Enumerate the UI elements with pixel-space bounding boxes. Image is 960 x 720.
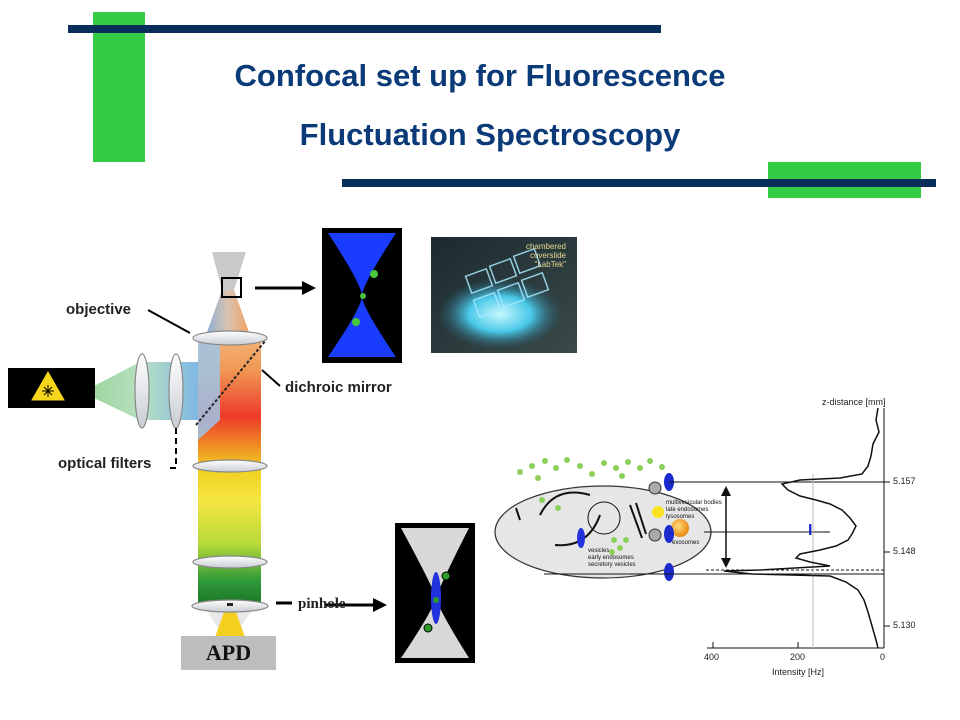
objective-cone-top (212, 252, 246, 290)
profile-ytick-3: 5.130 (893, 620, 916, 630)
photo-caption-line-2: coverslide (529, 251, 566, 260)
cell-label-ves-1: vesicles (588, 548, 610, 554)
excitation-lens-1 (134, 353, 150, 429)
green-accent-bar-left (93, 12, 145, 162)
double-arrow-head-top (721, 486, 731, 496)
optical-filters-label: optical filters (58, 455, 152, 472)
excitation-beam-overlap (198, 337, 220, 440)
filters-leader (168, 428, 177, 469)
cell-label-vesicles: vesicles early endosomes secretory vesic… (588, 548, 636, 569)
vesicle-cloud (517, 457, 665, 555)
focus-ellipsoid-bottom (664, 563, 674, 581)
molecule-dot-3 (352, 318, 360, 326)
molecule-dot-2 (360, 293, 366, 299)
cell-blue-vesicle (577, 528, 585, 548)
mvb-icon-2 (648, 528, 662, 542)
profile-ticks (712, 481, 890, 648)
objective-label: objective (66, 301, 132, 318)
cell-organelles (515, 491, 647, 547)
cell-label-mvb-1: multivesicular bodies (666, 500, 722, 506)
pinhole-cone-lower (214, 612, 246, 640)
pinhole-dot-2 (433, 597, 439, 603)
navy-rule-top (68, 25, 661, 33)
sun-vesicle-icon (652, 506, 664, 518)
filter-lens (192, 459, 268, 473)
cell-label-ves-2: early endosomes (588, 555, 634, 561)
pinhole-dot-3 (423, 623, 433, 633)
profile-ylabel: z-distance [mm] (822, 397, 886, 407)
profile-xtick-3: 0 (880, 652, 886, 662)
slide-title-line-2: Fluctuation Spectroscopy (299, 117, 681, 152)
objective-lens (192, 330, 268, 346)
molecule-dot-1 (370, 270, 378, 278)
mvb-icon (648, 481, 662, 495)
double-arrow-head-bottom (721, 558, 731, 568)
dichroic-mirror (195, 339, 267, 426)
navy-rule-bottom (342, 179, 936, 187)
photo-caption-line-3: "LabTek" (534, 260, 566, 269)
slide-title-line-1: Confocal set up for Fluorescence (234, 58, 726, 93)
focal-volume-box (221, 277, 242, 298)
dichroic-leader (261, 369, 281, 387)
orange-organelle (671, 519, 689, 537)
pinhole-label: pinhole (298, 596, 346, 612)
cell-label-mvb: multivesicular bodies late endosomes lys… (666, 500, 722, 521)
photo-chambers (464, 247, 550, 319)
pinhole-aperture (227, 603, 233, 606)
laser-starburst-icon (42, 385, 54, 397)
profile-xtick-2: 200 (790, 652, 806, 662)
profile-ytick-2: 5.148 (893, 546, 916, 556)
focus-cone (206, 290, 250, 335)
photo-caption-line-1: chambered (525, 242, 566, 251)
intensity-profile-curve (723, 407, 880, 649)
pinhole-arrow-head (373, 598, 387, 612)
cell-label-ves-3: secretory vesicles (588, 562, 636, 568)
cell-label-mvb-3: lysosomes (666, 514, 695, 520)
profile-xlabel: Intensity [Hz] (772, 667, 825, 677)
tube-lens (192, 555, 268, 569)
pinhole-dot-1 (441, 571, 451, 581)
cell-label-exosomes: exosomes (672, 540, 700, 546)
photo-caption: chambered coverslide "LabTek" (486, 242, 566, 269)
dichroic-mirror-label: dichroic mirror (285, 379, 392, 396)
focus-ellipsoid-middle (664, 525, 674, 543)
apd-box (181, 636, 276, 670)
focus-arrow-head (302, 281, 316, 295)
profile-marker-label: I (808, 522, 813, 539)
cell-label-mvb-2: late endosomes (666, 507, 709, 513)
profile-xtick-1: 400 (704, 652, 720, 662)
apd-label: APD (205, 640, 252, 665)
objective-leader (147, 309, 191, 334)
excitation-lens-2 (168, 353, 184, 429)
profile-ytick-1: 5.157 (893, 476, 916, 486)
